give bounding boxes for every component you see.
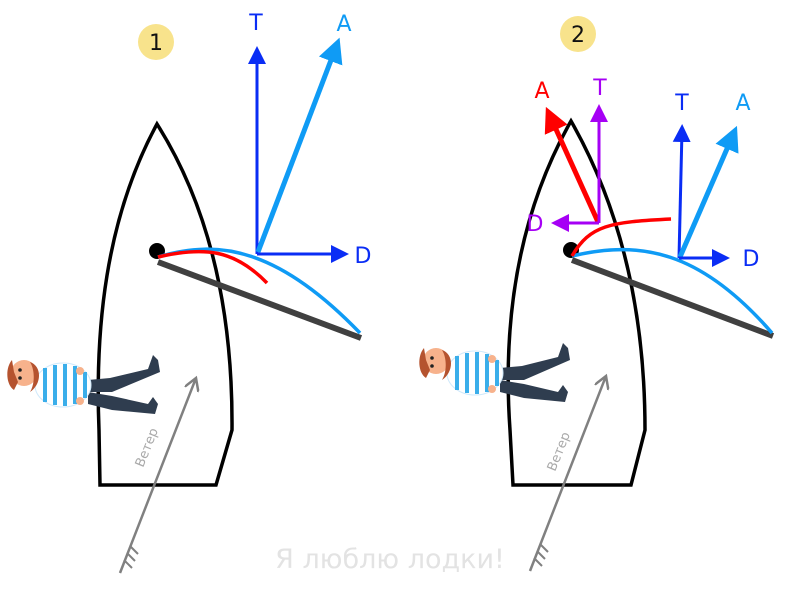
panel-2: 2 A T D T A D [419, 16, 775, 572]
boat-hull [506, 117, 647, 487]
label-true-wind-sail: T [592, 76, 607, 101]
panel-badge: 1 [138, 24, 174, 60]
label-drift-sail: D [527, 212, 544, 237]
label-apparent-wind: A [735, 91, 750, 116]
boom [570, 257, 775, 339]
label-true-wind: T [674, 91, 689, 116]
label-drift: D [355, 244, 372, 269]
label-apparent-wind: A [336, 12, 351, 37]
apparent-wind-vector-sail [544, 106, 601, 224]
panel-badge: 2 [560, 16, 596, 52]
sailor-illustration [7, 355, 160, 414]
caption-text: Я люблю лодки! [275, 544, 505, 575]
sail-blue [157, 247, 362, 335]
panel-1: 1 T A D [7, 11, 372, 574]
svg-text:1: 1 [149, 31, 163, 56]
svg-text:2: 2 [571, 23, 585, 48]
wind-label: Ветер [133, 426, 162, 469]
label-drift: D [743, 247, 760, 272]
sail-blue [571, 247, 774, 335]
true-wind-vector [672, 124, 691, 259]
wind-arrow: Ветер [528, 376, 606, 572]
label-apparent-wind-sail: A [534, 79, 549, 104]
boom [156, 259, 363, 341]
apparent-wind-vector [255, 37, 343, 253]
sail-red [570, 217, 672, 257]
sail-red [157, 249, 269, 285]
label-true-wind: T [248, 11, 263, 36]
apparent-wind-vector [677, 125, 739, 258]
sailor-illustration [419, 343, 570, 402]
boat-hull [96, 120, 234, 487]
